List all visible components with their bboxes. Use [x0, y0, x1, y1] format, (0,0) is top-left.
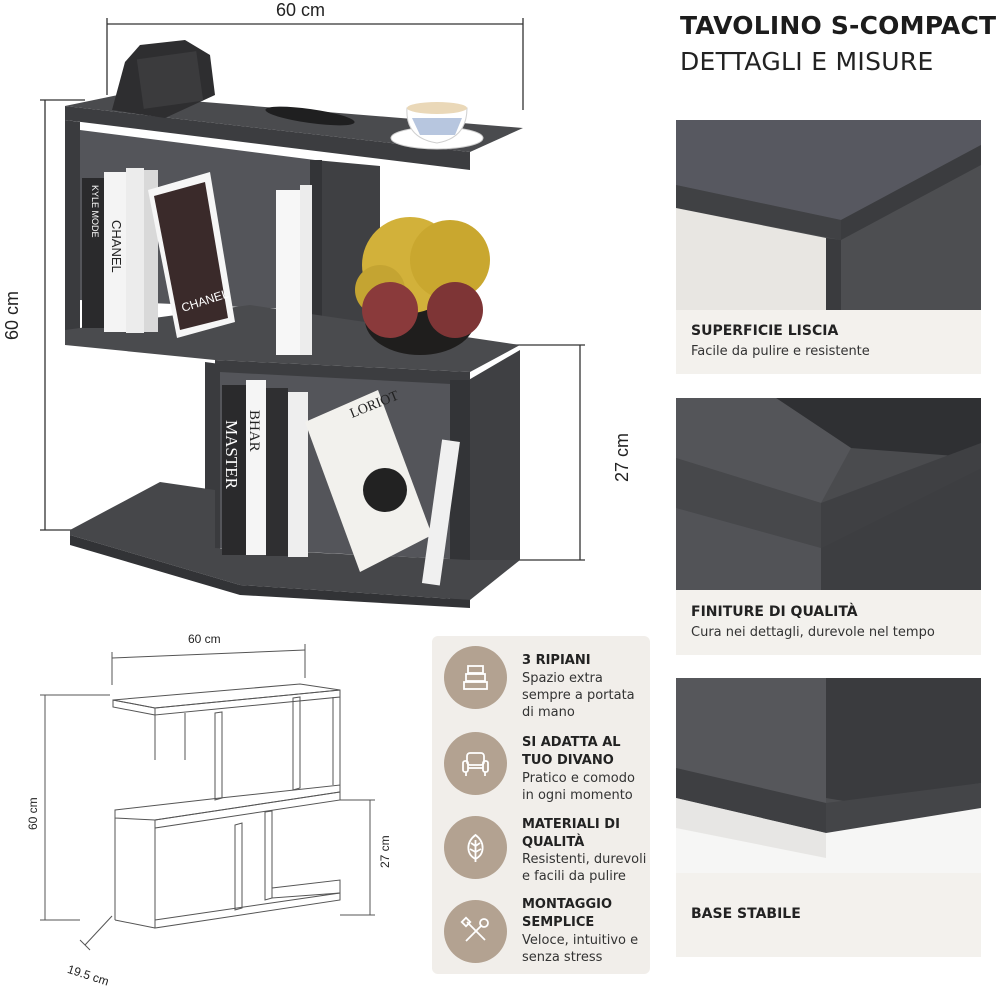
- detail-photo-finish: [676, 398, 981, 590]
- feature-desc: Spazio extra sempre a portata di mano: [522, 671, 635, 720]
- detail-caption-base: BASE STABILE: [676, 873, 981, 957]
- features-panel: 3 RIPIANI Spazio extra sempre a portata …: [432, 636, 650, 974]
- feature-icon-circle: [444, 816, 507, 879]
- detail-caption-surface: SUPERFICIE LISCIA Facile da pulire e res…: [676, 310, 981, 374]
- detail-title: FINITURE DI QUALITÀ: [691, 604, 858, 620]
- photo-height-label: 60 cm: [2, 290, 22, 340]
- diagram-lower-height-label: 27 cm: [378, 835, 392, 868]
- feature-title: SI ADATTA AL TUO DIVANO: [522, 735, 621, 768]
- book-spine-chanel: CHANEL: [109, 220, 124, 273]
- detail-desc: Facile da pulire e resistente: [691, 344, 870, 359]
- feature-desc: Resistenti, durevoli e facili da pulire: [522, 852, 647, 884]
- detail-photo-surface: [676, 120, 981, 310]
- page-subtitle: DETTAGLI E MISURE: [680, 47, 934, 76]
- detail-title: SUPERFICIE LISCIA: [691, 323, 839, 339]
- diagram-height-label: 60 cm: [26, 797, 40, 830]
- feature-title: 3 RIPIANI: [522, 653, 591, 668]
- shelves-icon: [463, 665, 488, 690]
- feature-desc: Veloce, intuitivo e senza stress: [522, 933, 639, 965]
- feature-title: MONTAGGIO SEMPLICE: [522, 897, 613, 930]
- book-spine-master: MASTER: [222, 420, 241, 490]
- feature-icon-circle: [444, 646, 507, 709]
- book-spine-kyle-mode: KYLE MODE: [90, 185, 100, 238]
- feature-icon-circle: [444, 732, 507, 795]
- page-title: TAVOLINO S-COMPACT: [680, 11, 997, 40]
- photo-width-label: 60 cm: [276, 0, 326, 20]
- diagram-width-label: 60 cm: [188, 632, 221, 646]
- detail-title: BASE STABILE: [691, 906, 801, 922]
- book-spine-bharma: BHAR: [246, 410, 262, 452]
- feature-title: MATERIALI DI QUALITÀ: [522, 817, 620, 850]
- detail-photo-base: [676, 678, 981, 873]
- armchair-icon: [462, 752, 489, 776]
- tools-icon: [460, 916, 489, 942]
- photo-lower-height-label: 27 cm: [612, 432, 632, 482]
- leaf-icon: [467, 833, 484, 862]
- detail-caption-finish: FINITURE DI QUALITÀ Cura nei dettagli, d…: [676, 590, 981, 655]
- feature-icon-circle: [444, 900, 507, 963]
- feature-desc: Pratico e comodo in ogni momento: [522, 771, 635, 803]
- technical-diagram: [0, 640, 420, 986]
- product-photo: KYLE MODE CHANEL CHANEL MASTER BHAR LORI…: [0, 0, 640, 620]
- detail-desc: Cura nei dettagli, durevole nel tempo: [691, 625, 935, 640]
